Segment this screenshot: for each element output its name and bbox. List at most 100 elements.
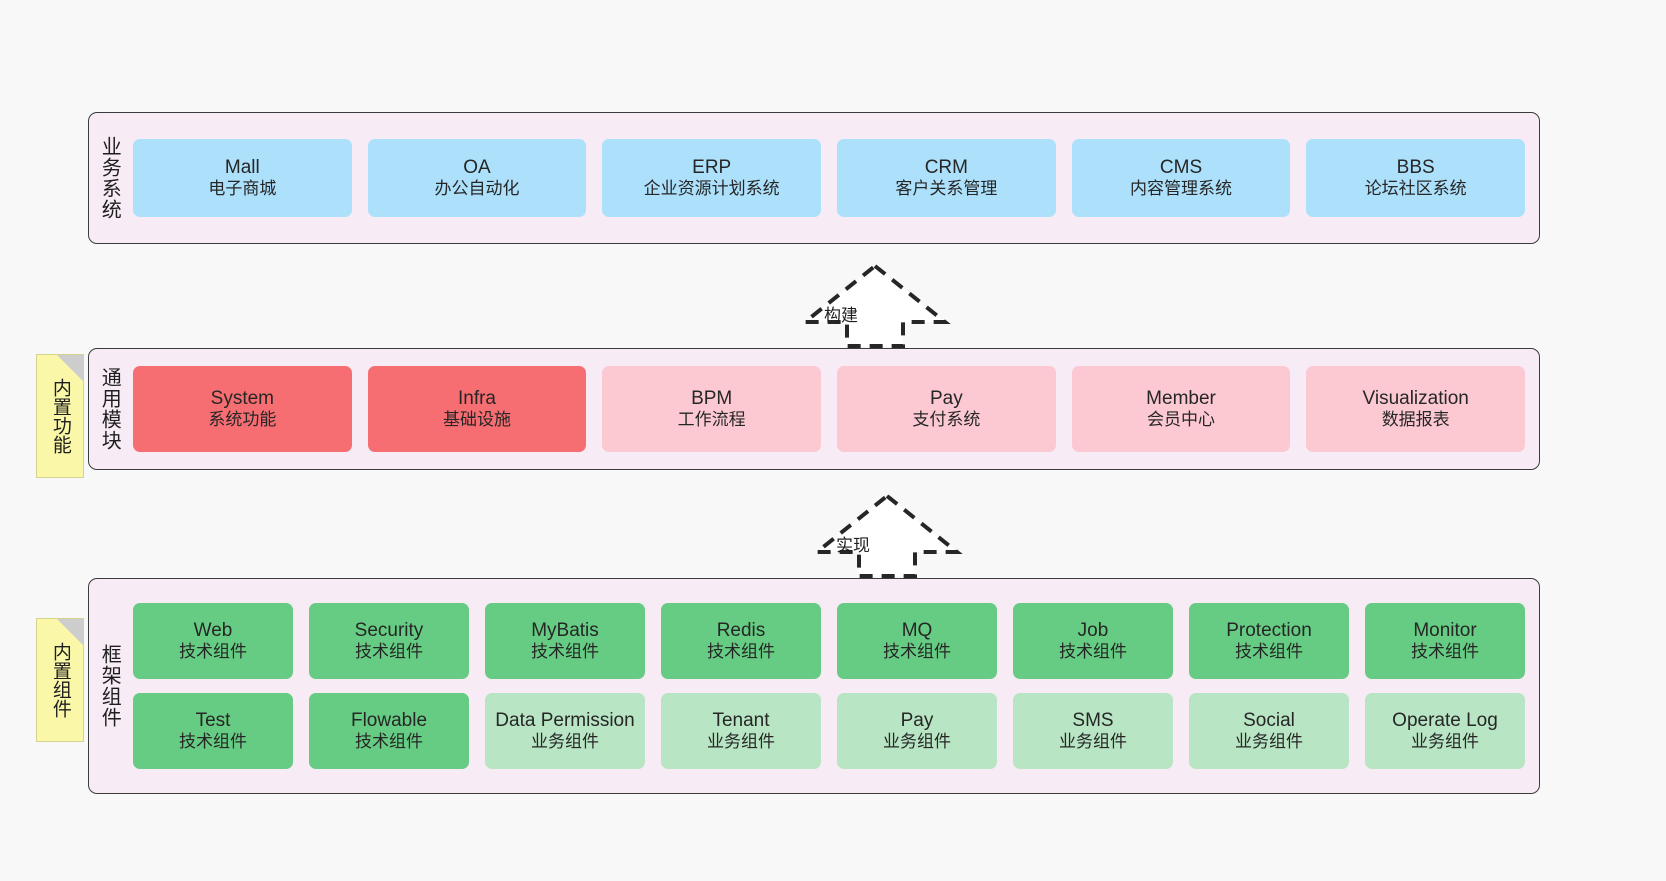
card-mybatis-name: MyBatis bbox=[531, 620, 599, 642]
card-security-desc: 技术组件 bbox=[355, 642, 423, 662]
layer-business-system-body: Mall 电子商城 OA 办公自动化 ERP 企业资源计划系统 CRM 客户关系… bbox=[129, 113, 1539, 243]
card-monitor-desc: 技术组件 bbox=[1411, 642, 1479, 662]
card-social-desc: 业务组件 bbox=[1235, 732, 1303, 752]
framework-tech-row: Web 技术组件 Security 技术组件 MyBatis 技术组件 Redi… bbox=[133, 603, 1525, 679]
card-monitor[interactable]: Monitor 技术组件 bbox=[1365, 603, 1525, 679]
card-mall-desc: 电子商城 bbox=[208, 179, 277, 199]
card-security[interactable]: Security 技术组件 bbox=[309, 603, 469, 679]
card-bbs[interactable]: BBS 论坛社区系统 bbox=[1306, 139, 1526, 217]
card-cms[interactable]: CMS 内容管理系统 bbox=[1071, 139, 1291, 217]
card-erp-desc: 企业资源计划系统 bbox=[643, 179, 780, 199]
card-web-desc: 技术组件 bbox=[179, 642, 247, 662]
card-operate-log-name: Operate Log bbox=[1392, 710, 1498, 732]
layer-common-module-title: 通用模块 bbox=[98, 367, 121, 451]
card-pay-module-name: Pay bbox=[929, 388, 963, 410]
card-protection-name: Protection bbox=[1226, 620, 1312, 642]
card-member-name: Member bbox=[1146, 388, 1216, 410]
card-oa-desc: 办公自动化 bbox=[434, 179, 520, 199]
card-mq-desc: 技术组件 bbox=[883, 642, 951, 662]
card-tenant-desc: 业务组件 bbox=[707, 732, 775, 752]
card-redis[interactable]: Redis 技术组件 bbox=[661, 603, 821, 679]
card-protection[interactable]: Protection 技术组件 bbox=[1189, 603, 1349, 679]
card-visualization-name: Visualization bbox=[1362, 388, 1469, 410]
layer-common-module-body: System 系统功能 Infra 基础设施 BPM 工作流程 Pay 支付系统… bbox=[129, 349, 1539, 469]
connector-implement: 实现 bbox=[811, 492, 963, 580]
layer-business-system-title: 业务系统 bbox=[98, 136, 121, 220]
card-bbs-name: BBS bbox=[1396, 157, 1435, 179]
card-social[interactable]: Social 业务组件 bbox=[1189, 693, 1349, 769]
connector-build: 构建 bbox=[799, 262, 951, 350]
card-sms[interactable]: SMS 业务组件 bbox=[1013, 693, 1173, 769]
card-visualization-desc: 数据报表 bbox=[1381, 410, 1450, 430]
card-oa-name: OA bbox=[463, 157, 491, 179]
card-monitor-name: Monitor bbox=[1413, 620, 1477, 642]
card-flowable-desc: 技术组件 bbox=[355, 732, 423, 752]
card-web-name: Web bbox=[193, 620, 233, 642]
card-pay-module[interactable]: Pay 支付系统 bbox=[837, 366, 1056, 452]
card-infra[interactable]: Infra 基础设施 bbox=[367, 366, 587, 452]
card-member[interactable]: Member 会员中心 bbox=[1071, 366, 1291, 452]
card-redis-desc: 技术组件 bbox=[707, 642, 775, 662]
card-erp-name: ERP bbox=[692, 157, 732, 179]
card-crm-desc: 客户关系管理 bbox=[895, 179, 998, 199]
card-oa[interactable]: OA 办公自动化 bbox=[367, 139, 587, 217]
card-flowable[interactable]: Flowable 技术组件 bbox=[309, 693, 469, 769]
business-system-row: Mall 电子商城 OA 办公自动化 ERP 企业资源计划系统 CRM 客户关系… bbox=[133, 139, 1526, 217]
card-system[interactable]: System 系统功能 bbox=[133, 366, 352, 452]
card-mq-name: MQ bbox=[901, 620, 933, 642]
card-pay-module-desc: 支付系统 bbox=[912, 410, 981, 430]
card-bpm-name: BPM bbox=[691, 388, 733, 410]
card-infra-desc: 基础设施 bbox=[443, 410, 511, 430]
card-test-name: Test bbox=[195, 710, 231, 732]
card-web[interactable]: Web 技术组件 bbox=[133, 603, 293, 679]
card-mall[interactable]: Mall 电子商城 bbox=[133, 139, 352, 217]
card-sms-desc: 业务组件 bbox=[1059, 732, 1127, 752]
layer-framework-component-body: Web 技术组件 Security 技术组件 MyBatis 技术组件 Redi… bbox=[129, 579, 1539, 793]
card-test[interactable]: Test 技术组件 bbox=[133, 693, 293, 769]
card-job-name: Job bbox=[1077, 620, 1109, 642]
card-mybatis-desc: 技术组件 bbox=[531, 642, 599, 662]
card-mybatis[interactable]: MyBatis 技术组件 bbox=[485, 603, 645, 679]
card-system-desc: 系统功能 bbox=[208, 410, 277, 430]
framework-business-row: Test 技术组件 Flowable 技术组件 Data Permission … bbox=[133, 693, 1525, 769]
card-flowable-name: Flowable bbox=[350, 710, 428, 732]
card-operate-log-desc: 业务组件 bbox=[1411, 732, 1479, 752]
layer-common-module: 通用模块 System 系统功能 Infra 基础设施 BPM 工作流程 Pay… bbox=[88, 348, 1540, 470]
card-member-desc: 会员中心 bbox=[1147, 410, 1216, 430]
card-mall-name: Mall bbox=[224, 157, 260, 179]
card-protection-desc: 技术组件 bbox=[1235, 642, 1303, 662]
common-module-row: System 系统功能 Infra 基础设施 BPM 工作流程 Pay 支付系统… bbox=[133, 366, 1526, 452]
card-job[interactable]: Job 技术组件 bbox=[1013, 603, 1173, 679]
card-operate-log[interactable]: Operate Log 业务组件 bbox=[1365, 693, 1525, 769]
connector-build-label: 构建 bbox=[824, 306, 858, 325]
card-bpm[interactable]: BPM 工作流程 bbox=[602, 366, 822, 452]
card-crm-name: CRM bbox=[924, 157, 968, 179]
sticky-note-builtin-component-label: 内置组件 bbox=[49, 642, 71, 718]
card-infra-name: Infra bbox=[457, 388, 497, 410]
layer-framework-component: 框架组件 Web 技术组件 Security 技术组件 MyBatis 技术组件… bbox=[88, 578, 1540, 794]
card-tenant-name: Tenant bbox=[712, 710, 770, 732]
card-pay-component-desc: 业务组件 bbox=[883, 732, 951, 752]
card-tenant[interactable]: Tenant 业务组件 bbox=[661, 693, 821, 769]
card-job-desc: 技术组件 bbox=[1059, 642, 1127, 662]
sticky-note-builtin-component: 内置组件 bbox=[36, 618, 84, 742]
card-pay-component[interactable]: Pay 业务组件 bbox=[837, 693, 997, 769]
card-social-name: Social bbox=[1243, 710, 1295, 732]
card-mq[interactable]: MQ 技术组件 bbox=[837, 603, 997, 679]
card-redis-name: Redis bbox=[716, 620, 766, 642]
card-cms-desc: 内容管理系统 bbox=[1130, 179, 1233, 199]
connector-implement-label: 实现 bbox=[836, 536, 870, 555]
card-cms-name: CMS bbox=[1159, 157, 1203, 179]
card-security-name: Security bbox=[354, 620, 424, 642]
card-visualization[interactable]: Visualization 数据报表 bbox=[1306, 366, 1526, 452]
layer-business-system: 业务系统 Mall 电子商城 OA 办公自动化 ERP 企业资源计划系统 CRM… bbox=[88, 112, 1540, 244]
layer-framework-component-title: 框架组件 bbox=[98, 644, 121, 728]
sticky-note-builtin-function: 内置功能 bbox=[36, 354, 84, 478]
card-crm[interactable]: CRM 客户关系管理 bbox=[837, 139, 1056, 217]
card-erp[interactable]: ERP 企业资源计划系统 bbox=[602, 139, 822, 217]
card-data-permission-name: Data Permission bbox=[495, 710, 635, 732]
card-data-permission[interactable]: Data Permission 业务组件 bbox=[485, 693, 645, 769]
card-system-name: System bbox=[210, 388, 275, 410]
card-test-desc: 技术组件 bbox=[179, 732, 247, 752]
